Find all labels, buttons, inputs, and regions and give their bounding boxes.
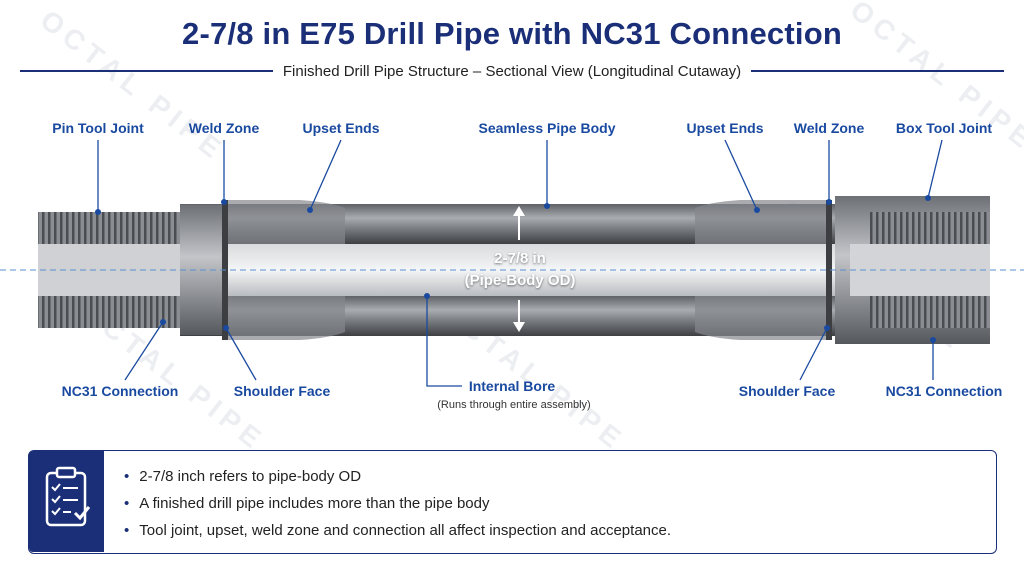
label-upset-ends-right: Upset Ends (686, 120, 764, 136)
label-shoulder-face-left: Shoulder Face (233, 383, 331, 399)
subtitle-row: Finished Drill Pipe Structure – Sectiona… (20, 60, 1005, 82)
label-internal-bore: Internal Bore (468, 378, 556, 394)
divider (751, 70, 1005, 72)
label-internal-bore-note: (Runs through entire assembly) (437, 399, 591, 411)
label-seamless-pipe-body: Seamless Pipe Body (478, 120, 616, 136)
label-upset-ends-left: Upset Ends (302, 120, 380, 136)
subtitle: Finished Drill Pipe Structure – Sectiona… (282, 62, 742, 80)
leader-upset-right (724, 139, 758, 211)
label-pin-tool-joint: Pin Tool Joint (52, 120, 144, 136)
label-shoulder-face-right: Shoulder Face (738, 383, 836, 399)
label-nc31-connection-left: NC31 Connection (61, 383, 179, 399)
info-box: 2-7/8 inch refers to pipe-body OD A fini… (28, 450, 997, 554)
weld-zone-right (826, 200, 832, 340)
leader-shoulder-left (225, 327, 257, 381)
divider (20, 70, 273, 72)
label-weld-zone-right: Weld Zone (793, 120, 865, 136)
list-item: Tool joint, upset, weld zone and connect… (124, 517, 671, 544)
info-icon-panel (29, 451, 104, 552)
info-list: 2-7/8 inch refers to pipe-body OD A fini… (124, 463, 671, 544)
leader-internal-bore (426, 296, 462, 387)
page-title: 2-7/8 in E75 Drill Pipe with NC31 Connec… (182, 16, 842, 51)
label-box-tool-joint: Box Tool Joint (895, 120, 993, 136)
label-weld-zone-left: Weld Zone (188, 120, 260, 136)
upset-right (695, 200, 830, 244)
list-item: A finished drill pipe includes more than… (124, 490, 671, 517)
od-caption: (Pipe-Body OD) (464, 272, 576, 289)
upset-right-lower (695, 296, 830, 340)
leader-upset-left (309, 139, 342, 211)
upset-left-lower (222, 296, 345, 340)
list-item: 2-7/8 inch refers to pipe-body OD (124, 463, 671, 490)
leader-shoulder-right (799, 327, 828, 381)
pin-thread-upper (38, 212, 180, 244)
od-arrow-up-head (513, 206, 525, 216)
pin-nose (38, 244, 180, 296)
leader-nc31-left (124, 321, 164, 381)
checklist-icon (45, 466, 91, 527)
od-value: 2-7/8 in (494, 250, 546, 267)
box-thread-lower (870, 296, 990, 328)
leader-box-tool-joint (927, 139, 943, 199)
pin-thread-lower (38, 296, 180, 328)
od-arrow-down-head (513, 322, 525, 332)
label-nc31-connection-right: NC31 Connection (885, 383, 1003, 399)
box-thread-upper (870, 212, 990, 244)
upset-left (222, 200, 345, 244)
od-dimension-label: 2-7/8 in (Pipe-Body OD) (465, 248, 576, 292)
